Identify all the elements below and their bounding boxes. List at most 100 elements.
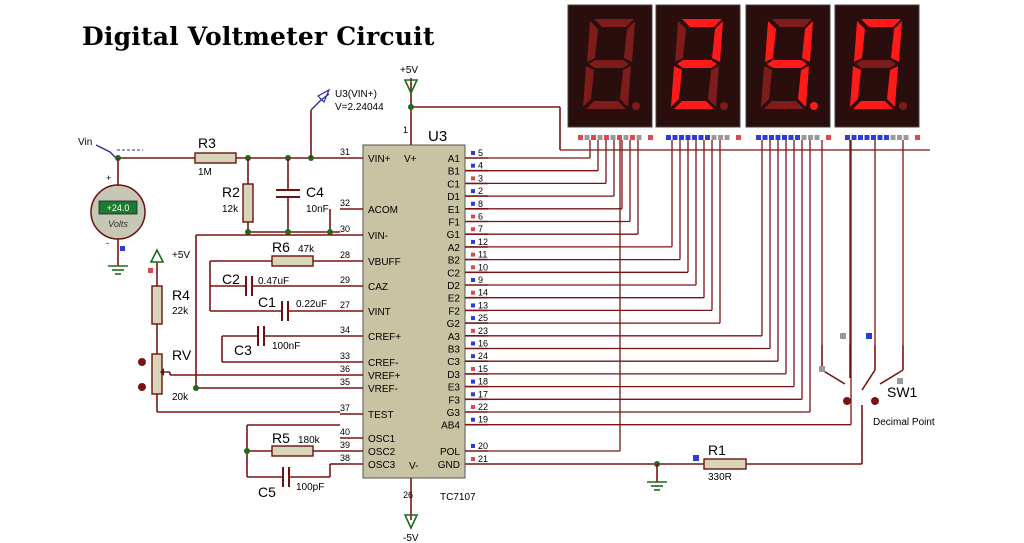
segment-f (675, 21, 686, 62)
r2-ref: R2 (222, 184, 240, 200)
junction-dot (193, 385, 199, 391)
switch-sw1[interactable] (819, 333, 904, 405)
segment-c (620, 66, 631, 107)
ic-right-pin-number: 19 (478, 415, 488, 425)
pin-marker (648, 135, 653, 140)
ic-right-pin-name: G1 (447, 230, 461, 241)
pin-marker (471, 405, 475, 409)
ic-right-pin-name: GND (438, 460, 460, 471)
ic-left-pin-name: VINT (368, 307, 391, 318)
rv-adjust-dot[interactable] (138, 358, 146, 366)
ic-right-pin-name: G2 (447, 319, 461, 330)
ic-right-pin-name: F1 (448, 218, 460, 229)
sw1-button[interactable] (843, 397, 851, 405)
segment-e (850, 66, 861, 107)
ic-right-pin-number: 17 (478, 389, 488, 399)
ic-right-pin-name: D1 (447, 192, 460, 203)
ic-right-pin-number: 21 (478, 454, 488, 464)
ic-right-pin-number: 5 (478, 148, 483, 158)
ic-left-pin-number: 32 (340, 198, 350, 208)
segment-a (682, 19, 722, 27)
sw1-button[interactable] (871, 397, 879, 405)
pin-marker (845, 135, 850, 140)
pin-marker (578, 135, 583, 140)
ic-left-pin-name: OSC1 (368, 434, 396, 445)
probe-value: V=2.24044 (335, 102, 384, 113)
vminus-pin-number: 26 (403, 490, 413, 500)
pin-marker (903, 135, 909, 140)
ic-right-pin-name: D2 (447, 281, 460, 292)
ic-left-pin-name: CREF+ (368, 332, 401, 343)
rv-adjust-dot[interactable] (138, 383, 146, 391)
ic-right-pin-number: 22 (478, 402, 488, 412)
ic-left-pin-name: VREF- (368, 384, 398, 395)
pin-marker (788, 135, 794, 140)
pin-marker (864, 135, 870, 140)
pin-marker (584, 135, 590, 140)
ic-right-pin-number: 23 (478, 326, 488, 336)
sw1-contact (821, 369, 846, 385)
vplus-pin-number: 1 (403, 125, 408, 135)
segment-d (586, 101, 626, 109)
ic-right-pin-name: E3 (448, 383, 461, 394)
pin-marker (636, 135, 642, 140)
pin-marker (756, 135, 761, 140)
pin-marker (471, 239, 475, 244)
ic-left-pin-number: 31 (340, 147, 350, 157)
segment-g (589, 60, 629, 68)
pin-marker (623, 135, 629, 140)
ic-right-pin-number: 20 (478, 441, 488, 451)
pin-marker (897, 135, 902, 140)
segment-a (594, 19, 634, 27)
junction-dot (408, 104, 414, 110)
ic-left-pin-name: TEST (368, 410, 394, 421)
pin-marker (471, 227, 475, 232)
pin-marker (736, 135, 741, 140)
pin-marker (877, 135, 883, 140)
vin-label: Vin (78, 137, 92, 148)
c2-value: 0.47uF (258, 276, 289, 287)
ic-right-pin-name: F3 (448, 395, 460, 406)
junction-dot (327, 229, 333, 235)
ic-right-pin-number: 10 (478, 262, 488, 272)
c1-ref: C1 (258, 294, 276, 310)
ic-right-pin-number: 4 (478, 161, 483, 171)
decimal-point (632, 102, 640, 110)
rv-wiper-arrow (160, 368, 164, 376)
c5-ref: C5 (258, 484, 276, 500)
segment-f (854, 21, 865, 62)
ic-left-pin-name: CAZ (368, 282, 388, 293)
ic-ref-label: U3 (428, 128, 447, 145)
r3-value: 1M (198, 167, 212, 178)
ic-left-pin-number: 35 (340, 377, 350, 387)
pin-marker (775, 135, 781, 140)
r4-supply-arrow (149, 248, 165, 263)
voltmeter-plus-sign: + (106, 173, 111, 183)
pin-marker (698, 135, 704, 140)
ic-body (362, 144, 466, 479)
sw1-caption: Decimal Point (873, 417, 935, 428)
pin-marker (471, 189, 475, 194)
ic-right-pin-number: 25 (478, 313, 488, 323)
c4-value: 10nF (306, 204, 329, 215)
pin-marker (471, 303, 475, 308)
pin-marker (897, 378, 903, 384)
pin-marker (471, 201, 475, 206)
ic-left-pin-name: VIN- (368, 231, 388, 242)
r2-value: 12k (222, 204, 239, 215)
pin-marker (866, 333, 872, 339)
pin-marker (471, 214, 475, 219)
ic-right-pin-name: A2 (448, 243, 461, 254)
c4-ref: C4 (306, 184, 324, 200)
c3-value: 100nF (272, 341, 300, 352)
segment-c (887, 66, 898, 107)
segment-b (891, 21, 902, 62)
ic-right-pin-number: 2 (478, 186, 483, 196)
junction-dot (244, 448, 250, 454)
ic-left-pin-number: 36 (340, 364, 350, 374)
ic-left-pin-number: 29 (340, 275, 350, 285)
pin-marker (692, 135, 697, 140)
pin-marker (826, 135, 831, 140)
ic-right-pin-number: 6 (478, 212, 483, 222)
